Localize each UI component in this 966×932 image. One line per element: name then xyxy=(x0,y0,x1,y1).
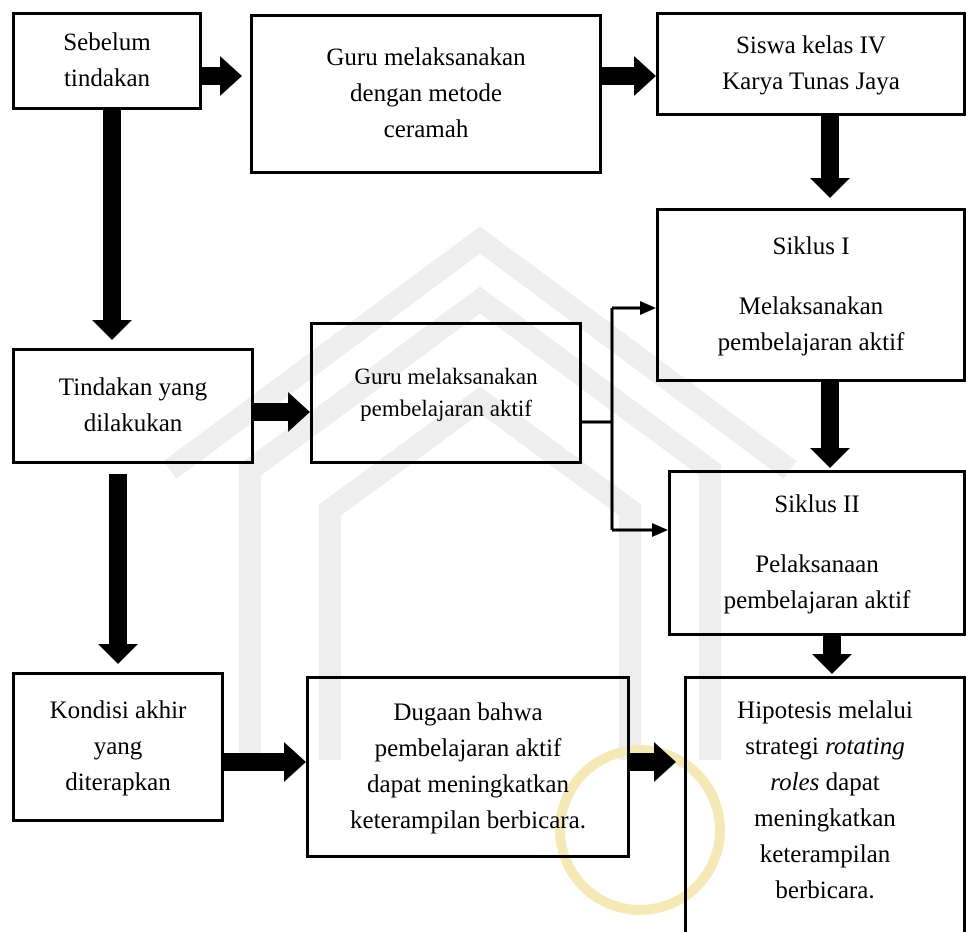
arrow-siklus1-to-siklus2-shaft xyxy=(821,382,839,450)
connectors xyxy=(92,56,852,782)
node-line: ceramah xyxy=(383,116,469,143)
node-line: roles dapat xyxy=(770,765,879,801)
node-line: dilakukan xyxy=(83,410,183,437)
node-line: pembelajaran aktif xyxy=(360,396,532,421)
arrow-tindakan-to-guru-aktif-head xyxy=(288,392,310,432)
node-title: Siklus II xyxy=(774,491,860,518)
arrow-guru-to-siswa-head xyxy=(634,56,656,96)
node-text: dapat xyxy=(819,769,880,796)
node-text-italic: roles xyxy=(770,769,820,796)
node-line: strategi rotating xyxy=(745,729,904,765)
node-line: pembelajaran aktif xyxy=(723,587,911,614)
node-text: strategi xyxy=(745,733,826,760)
arrow-guru-to-siswa-shaft xyxy=(602,67,636,85)
node-line: keterampilan berbicara. xyxy=(350,807,586,834)
node-line: yang xyxy=(93,733,143,760)
node-dugaan: Dugaan bahwa pembelajaran aktif dapat me… xyxy=(306,676,630,858)
node-line: berbicara. xyxy=(775,877,875,904)
arrow-sebelum-to-guru-shaft xyxy=(202,67,222,85)
arrow-siklus1-to-siklus2-head xyxy=(810,448,850,468)
arrow-tindakan-to-guru-aktif-shaft xyxy=(254,403,290,421)
node-siklus-1: Siklus I Melaksanakan pembelajaran aktif xyxy=(656,208,966,382)
arrow-branch-to-siklus2-head xyxy=(652,523,668,537)
node-line: Hipotesis melalui xyxy=(737,697,913,724)
node-line: Pelaksanaan xyxy=(755,551,879,578)
node-siswa-kelas: Siswa kelas IV Karya Tunas Jaya xyxy=(656,12,966,116)
node-line: tindakan xyxy=(63,65,151,92)
arrow-branch-to-siklus1-head xyxy=(640,301,656,315)
arrow-tindakan-to-kondisi-head xyxy=(98,644,138,664)
arrow-tindakan-to-kondisi-shaft xyxy=(109,474,127,646)
node-kondisi-akhir: Kondisi akhir yang diterapkan xyxy=(12,672,224,822)
node-text-italic: rotating xyxy=(825,733,905,760)
node-line: Siswa kelas IV xyxy=(736,32,886,59)
arrow-sebelum-to-guru-head xyxy=(220,56,242,96)
node-siklus-2: Siklus II Pelaksanaan pembelajaran aktif xyxy=(668,470,966,636)
node-line: Tindakan yang xyxy=(58,374,208,401)
node-line: Sebelum xyxy=(63,29,151,56)
node-line: Dugaan bahwa xyxy=(393,699,543,726)
node-line: pembelajaran aktif xyxy=(374,735,562,762)
arrow-siklus2-to-hipotesis-head xyxy=(812,654,852,674)
arrow-kondisi-to-dugaan-head xyxy=(284,742,306,782)
node-line: keterampilan xyxy=(759,841,891,868)
node-hipotesis: Hipotesis melalui strategi rotating role… xyxy=(684,676,966,932)
arrow-sebelum-to-tindakan-shaft xyxy=(103,110,121,322)
node-line: dapat meningkatkan xyxy=(366,771,569,798)
node-sebelum-tindakan: Sebelum tindakan xyxy=(12,12,202,110)
node-guru-ceramah: Guru melaksanakan dengan metode ceramah xyxy=(250,14,602,174)
node-guru-aktif: Guru melaksanakan pembelajaran aktif xyxy=(310,322,582,464)
watermark-logo-shape xyxy=(163,226,797,760)
node-tindakan: Tindakan yang dilakukan xyxy=(12,348,254,464)
node-line: dengan metode xyxy=(349,80,503,107)
node-line: Karya Tunas Jaya xyxy=(722,68,900,95)
node-line: Guru melaksanakan xyxy=(354,364,538,389)
node-line: Melaksanakan xyxy=(738,293,884,320)
arrow-sebelum-to-tindakan-head xyxy=(92,320,132,340)
arrow-siswa-to-siklus1-shaft xyxy=(821,116,839,180)
arrow-siswa-to-siklus1-head xyxy=(810,178,850,198)
arrow-dugaan-to-hipotesis-head xyxy=(654,742,676,782)
arrow-kondisi-to-dugaan-shaft xyxy=(224,753,286,771)
arrow-dugaan-to-hipotesis-shaft xyxy=(630,753,656,771)
node-line: pembelajaran aktif xyxy=(717,329,905,356)
node-title: Siklus I xyxy=(772,233,850,260)
arrow-siklus2-to-hipotesis-shaft xyxy=(823,636,841,656)
node-line: Kondisi akhir xyxy=(49,697,187,724)
node-line: diterapkan xyxy=(65,769,171,796)
watermark-seal xyxy=(555,745,725,915)
node-line: Guru melaksanakan xyxy=(326,44,526,71)
node-line: meningkatkan xyxy=(754,805,896,832)
